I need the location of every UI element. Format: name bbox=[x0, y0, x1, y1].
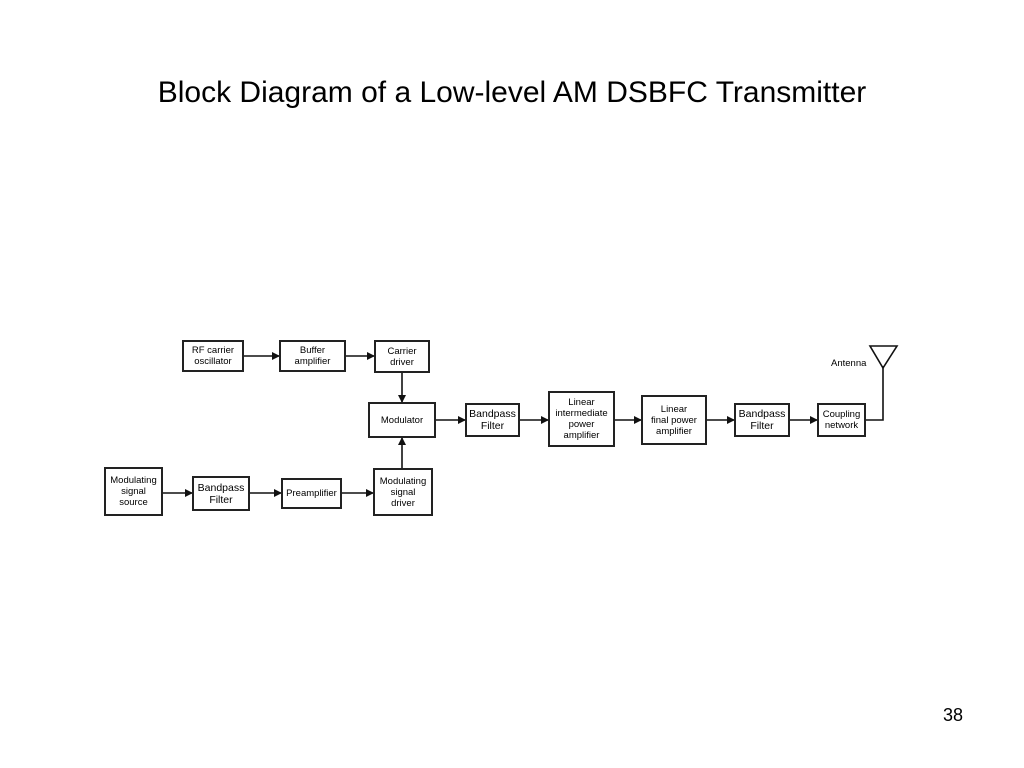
bandpass-filter-3-label: Bandpass Filter bbox=[197, 481, 245, 506]
linear-final-amplifier-label: Linear final power amplifier bbox=[651, 403, 697, 437]
preamplifier-block: Preamplifier bbox=[281, 478, 342, 509]
page-number: 38 bbox=[942, 705, 964, 725]
coupling-network-label: Coupling network bbox=[822, 409, 861, 431]
bandpass-filter-1-block: Bandpass Filter bbox=[465, 403, 520, 437]
rf-carrier-oscillator-block: RF carrier oscillator bbox=[182, 340, 244, 372]
modulating-signal-source-block: Modulating signal source bbox=[104, 467, 163, 516]
modulating-signal-source-label: Modulating signal source bbox=[110, 475, 157, 508]
carrier-driver-label: Carrier driver bbox=[387, 345, 417, 368]
linear-intermediate-amplifier-block: Linear intermediate power amplifier bbox=[548, 391, 615, 447]
linear-intermediate-amplifier-label: Linear intermediate power amplifier bbox=[555, 397, 608, 441]
modulator-block: Modulator bbox=[368, 402, 436, 438]
buffer-amplifier-label: Buffer amplifier bbox=[294, 345, 331, 367]
buffer-amplifier-block: Buffer amplifier bbox=[279, 340, 346, 372]
antenna-icon bbox=[868, 345, 899, 370]
modulating-signal-driver-label: Modulating signal driver bbox=[379, 475, 427, 509]
coupling-network-block: Coupling network bbox=[817, 403, 866, 437]
carrier-driver-block: Carrier driver bbox=[374, 340, 430, 373]
modulator-label: Modulator bbox=[380, 414, 424, 426]
antenna-feed-line bbox=[866, 366, 884, 421]
bandpass-filter-2-block: Bandpass Filter bbox=[734, 403, 790, 437]
slide-title: Block Diagram of a Low-level AM DSBFC Tr… bbox=[157, 76, 867, 109]
modulating-signal-driver-block: Modulating signal driver bbox=[373, 468, 433, 516]
bandpass-filter-3-block: Bandpass Filter bbox=[192, 476, 250, 511]
antenna-label: Antenna bbox=[831, 358, 867, 369]
preamplifier-label: Preamplifier bbox=[286, 488, 337, 499]
linear-final-amplifier-block: Linear final power amplifier bbox=[641, 395, 707, 445]
rf-carrier-oscillator-label: RF carrier oscillator bbox=[191, 345, 235, 367]
bandpass-filter-2-label: Bandpass Filter bbox=[738, 408, 786, 432]
bandpass-filter-1-label: Bandpass Filter bbox=[469, 408, 516, 432]
